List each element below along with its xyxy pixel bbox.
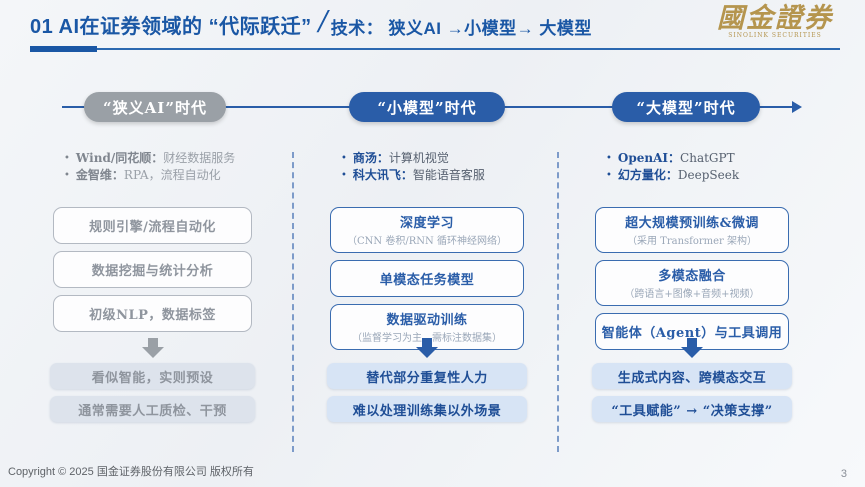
result-box: 看似智能，实则预设 xyxy=(50,363,255,389)
bullet-icon: • xyxy=(606,170,612,181)
list-item: • 商汤：计算机视觉 xyxy=(341,150,527,167)
stage-box-title: 智能体（Agent）与工具调用 xyxy=(601,326,783,341)
down-arrow-icon xyxy=(681,338,703,358)
result-box: “工具赋能” → “决策支撑” xyxy=(592,396,792,422)
era-timeline: “狭义AI”时代 “小模型”时代 “大模型”时代 xyxy=(0,90,865,124)
title-main: 01 AI在证券领域的 “代际跃迁” xyxy=(30,16,312,38)
arrow-right-icon xyxy=(792,101,802,113)
bullet-value: ChatGPT xyxy=(680,151,735,165)
bullet-label: 金智维： xyxy=(75,168,124,182)
logo-chinese-text: 國金證券 xyxy=(717,3,833,34)
down-arrow-icon xyxy=(416,338,438,358)
bullet-value: 计算机视觉 xyxy=(388,151,449,165)
list-item: • 科大讯飞：智能语音客服 xyxy=(341,167,527,184)
bullet-label: 商汤： xyxy=(352,151,389,165)
column-divider xyxy=(292,152,294,452)
bullet-icon: • xyxy=(606,153,612,164)
example-bullets: • 商汤：计算机视觉 • 科大讯飞：智能语音客服 xyxy=(341,150,527,184)
stage-box: 多模态融合 （跨语言+图像+音频+视频） xyxy=(595,260,789,306)
bullet-label: OpenAI： xyxy=(617,151,681,165)
example-bullets: • Wind/同花顺：财经数据服务 • 金智维：RPA，流程自动化 xyxy=(64,150,255,184)
capability-boxes: 规则引擎/流程自动化 数据挖掘与统计分析 初级NLP，数据标签 xyxy=(53,207,252,339)
capability-boxes: 深度学习 （CNN 卷积/RNN 循环神经网络） 单模态任务模型 数据驱动训练 … xyxy=(330,207,524,357)
result-box: 生成式内容、跨模态交互 xyxy=(592,363,792,389)
list-item: • Wind/同花顺：财经数据服务 xyxy=(64,150,255,167)
stage-box: 深度学习 （CNN 卷积/RNN 循环神经网络） xyxy=(330,207,524,253)
stage-box: 超大规模预训练&微调 （采用 Transformer 架构） xyxy=(595,207,789,253)
company-logo: 國金證券 SINOLINK SECURITIES xyxy=(717,3,833,40)
title-underline xyxy=(30,46,840,52)
copyright-text: Copyright © 2025 国金证券股份有限公司 版权所有 xyxy=(8,466,254,478)
result-box: 难以处理训练集以外场景 xyxy=(327,396,527,422)
down-arrow-icon xyxy=(141,338,164,358)
list-item: • OpenAI：ChatGPT xyxy=(606,150,792,167)
bullet-icon: • xyxy=(64,153,70,164)
era-badge-small-model: “小模型”时代 xyxy=(349,92,505,122)
bullet-icon: • xyxy=(341,170,347,181)
stage-box-title: 数据挖掘与统计分析 xyxy=(91,264,214,279)
stage-box-subtitle: （CNN 卷积/RNN 循环神经网络） xyxy=(347,236,507,247)
stage-box-title: 规则引擎/流程自动化 xyxy=(89,220,216,235)
stage-box-title: 数据驱动训练 xyxy=(386,313,468,328)
bullet-label: 科大讯飞： xyxy=(352,168,413,182)
bullet-value: 智能语音客服 xyxy=(412,168,485,182)
bullet-icon: • xyxy=(64,170,70,181)
era-badge-large-model: “大模型”时代 xyxy=(612,92,760,122)
bullet-label: Wind/同花顺： xyxy=(75,151,164,165)
list-item: • 金智维：RPA，流程自动化 xyxy=(64,167,255,184)
stage-box: 数据挖掘与统计分析 xyxy=(53,251,252,288)
title-slash: / xyxy=(318,6,328,37)
stage-box: 规则引擎/流程自动化 xyxy=(53,207,252,244)
result-box: 通常需要人工质检、干预 xyxy=(50,396,255,422)
list-item: • 幻方量化：DeepSeek xyxy=(606,167,792,184)
bullet-icon: • xyxy=(341,153,347,164)
stage-box: 初级NLP，数据标签 xyxy=(53,295,252,332)
bullet-value: DeepSeek xyxy=(677,168,740,182)
page-title: 01 AI在证券领域的 “代际跃迁” / 技术： 狭义AI →小模型→ 大模型 xyxy=(30,6,592,39)
column-large-model: • OpenAI：ChatGPT • 幻方量化：DeepSeek 超大规模预训练&微… xyxy=(592,150,792,460)
stage-box-subtitle: （跨语言+图像+音频+视频） xyxy=(624,289,760,300)
bullet-value: RPA，流程自动化 xyxy=(123,168,221,182)
result-box: 替代部分重复性人力 xyxy=(327,363,527,389)
column-divider xyxy=(557,152,559,452)
column-narrow-ai: • Wind/同花顺：财经数据服务 • 金智维：RPA，流程自动化 规则引擎/流程自… xyxy=(50,150,255,460)
example-bullets: • OpenAI：ChatGPT • 幻方量化：DeepSeek xyxy=(606,150,792,184)
capability-boxes: 超大规模预训练&微调 （采用 Transformer 架构） 多模态融合 （跨语… xyxy=(595,207,789,357)
stage-box-title: 初级NLP，数据标签 xyxy=(89,308,216,323)
bullet-label: 幻方量化： xyxy=(617,168,678,182)
page-number: 3 xyxy=(840,468,847,480)
stage-box-title: 单模态任务模型 xyxy=(379,273,475,288)
stage-box-subtitle: （采用 Transformer 架构） xyxy=(626,236,758,247)
stage-box: 单模态任务模型 xyxy=(330,260,524,297)
title-subtitle: 技术： 狭义AI →小模型→ 大模型 xyxy=(330,19,592,38)
era-badge-narrow-ai: “狭义AI”时代 xyxy=(84,92,226,122)
bullet-value: 财经数据服务 xyxy=(163,151,236,165)
stage-box-title: 超大规模预训练&微调 xyxy=(625,216,759,231)
stage-box-title: 深度学习 xyxy=(399,216,454,231)
logo-english-text: SINOLINK SECURITIES xyxy=(728,32,822,39)
column-small-model: • 商汤：计算机视觉 • 科大讯飞：智能语音客服 深度学习 （CNN 卷积/RNN … xyxy=(327,150,527,460)
stage-box-title: 多模态融合 xyxy=(658,269,726,284)
